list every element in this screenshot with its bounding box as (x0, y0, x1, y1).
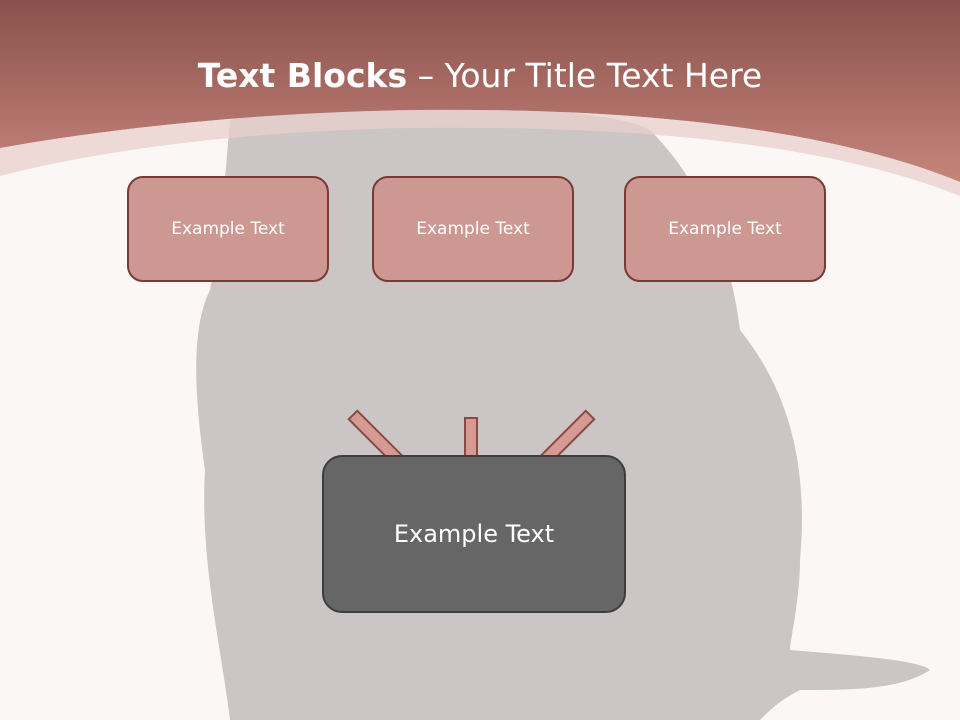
text-block-left-label: Example Text (171, 219, 285, 239)
title-bold: Text Blocks (197, 56, 408, 95)
text-block-center[interactable]: Example Text (372, 176, 574, 282)
slide-title: Text Blocks – Your Title Text Here (0, 54, 960, 98)
text-block-center-label: Example Text (416, 219, 530, 239)
text-block-left[interactable]: Example Text (127, 176, 329, 282)
text-block-bottom-label: Example Text (393, 520, 555, 548)
title-separator: – (407, 56, 445, 95)
title-rest: Your Title Text Here (444, 56, 763, 95)
text-block-right-label: Example Text (668, 219, 782, 239)
text-block-bottom[interactable]: Example Text (322, 455, 626, 613)
text-block-right[interactable]: Example Text (624, 176, 826, 282)
